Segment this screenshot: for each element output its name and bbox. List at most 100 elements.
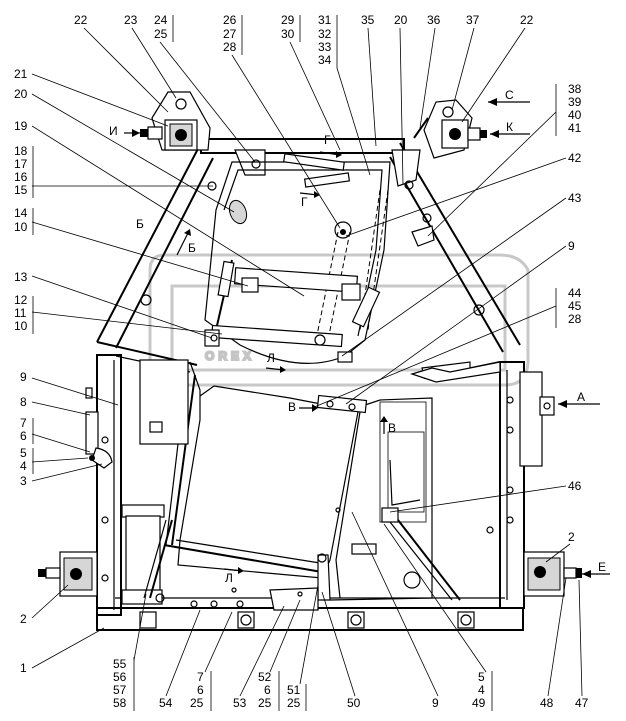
- view-letter-b-1: Б: [136, 217, 144, 231]
- callout-right-40: 40: [568, 108, 582, 122]
- callout-left-2: 2: [20, 612, 27, 626]
- callout-bottom-48: 48: [540, 696, 554, 710]
- callout-left-12: 12: [14, 293, 28, 307]
- right-door-panel: [316, 361, 514, 601]
- callout-bottom-56: 56: [113, 670, 127, 684]
- callout-bottom-5: 5: [478, 670, 485, 684]
- callout-left-6: 6: [20, 429, 27, 443]
- callout-left-18: 18: [14, 144, 28, 158]
- right-side-mount: [523, 551, 582, 597]
- view-letter-s: С: [505, 88, 514, 102]
- callout-top-26: 26: [223, 13, 237, 27]
- callout-left-21: 21: [14, 67, 28, 81]
- callouts-bottom: 55 56 57 58 54 7 6 25 53 52 6 25 51 25 5…: [113, 511, 589, 711]
- callout-bottom-4: 4: [478, 683, 485, 697]
- top-right-mount: [413, 99, 487, 159]
- callouts-top: 22 23 24 25 26 27 28 29 30 31 32 33 34 3…: [74, 13, 534, 229]
- callout-left-14: 14: [14, 206, 28, 220]
- callout-right-46: 46: [568, 479, 582, 493]
- callout-top-29: 29: [281, 13, 295, 27]
- callout-bottom-58: 58: [113, 696, 127, 710]
- callout-bottom-6b: 6: [264, 683, 271, 697]
- callout-top-22b: 22: [520, 13, 534, 27]
- view-letter-k: К: [506, 120, 513, 134]
- callout-left-9: 9: [20, 370, 27, 384]
- callout-top-28: 28: [223, 40, 237, 54]
- view-arrows: И С К А Е Г Г Б Б Л Л: [109, 88, 610, 585]
- callout-top-32: 32: [318, 27, 332, 41]
- callout-bottom-47: 47: [575, 696, 589, 710]
- callout-top-34: 34: [318, 53, 332, 67]
- callout-left-15: 15: [14, 183, 28, 197]
- view-letter-l-1: Л: [267, 351, 275, 365]
- callout-top-25: 25: [154, 27, 168, 41]
- view-letter-l-2: Л: [225, 571, 233, 585]
- callout-left-10b: 10: [14, 319, 28, 333]
- callout-top-31: 31: [318, 13, 332, 27]
- callout-left-17: 17: [14, 157, 28, 171]
- callout-bottom-6: 6: [197, 683, 204, 697]
- callout-left-11: 11: [14, 306, 27, 320]
- view-letter-a: А: [577, 390, 585, 404]
- callout-top-27: 27: [223, 27, 237, 41]
- upper-cab-panel: [204, 153, 435, 364]
- callout-top-36: 36: [427, 13, 441, 27]
- callout-bottom-57: 57: [113, 683, 127, 697]
- callout-bottom-25c: 25: [287, 696, 301, 710]
- view-letter-g-mid: Г: [301, 195, 308, 209]
- callout-left-3: 3: [20, 474, 27, 488]
- callout-bottom-9: 9: [432, 696, 439, 710]
- callout-bottom-49: 49: [472, 696, 486, 710]
- callout-right-43: 43: [568, 191, 582, 205]
- callout-left-4: 4: [20, 459, 27, 473]
- callout-left-7: 7: [20, 416, 27, 430]
- callout-bottom-51: 51: [287, 683, 301, 697]
- callouts-right: 38 39 40 41 42 43 9 44 45 28 46 2: [311, 82, 582, 563]
- callout-right-28: 28: [568, 312, 582, 326]
- callout-bottom-50: 50: [347, 696, 361, 710]
- callouts-left: 21 20 19 18 17 16 15 14 10 13 12 11 10 9…: [14, 67, 305, 675]
- callout-bottom-55: 55: [113, 657, 127, 671]
- callout-left-13: 13: [14, 270, 28, 284]
- view-letter-v-1: В: [288, 400, 296, 414]
- view-letter-b-2: Б: [188, 241, 196, 255]
- watermark-text: OREX: [205, 349, 255, 363]
- callout-right-44: 44: [568, 286, 582, 300]
- lower-door-panel: [85, 359, 475, 629]
- callout-left-8: 8: [20, 395, 27, 409]
- left-side-mount: [38, 551, 98, 597]
- callout-top-37: 37: [466, 13, 480, 27]
- callout-left-1: 1: [20, 661, 27, 675]
- callout-top-35: 35: [361, 13, 375, 27]
- callout-top-23: 23: [124, 13, 138, 27]
- callout-bottom-54: 54: [159, 696, 173, 710]
- callout-right-38: 38: [568, 82, 582, 96]
- callout-left-20: 20: [14, 87, 28, 101]
- view-letter-v-2: В: [388, 421, 396, 435]
- callout-bottom-7: 7: [197, 670, 204, 684]
- callout-right-42: 42: [568, 151, 582, 165]
- callout-left-16: 16: [14, 170, 28, 184]
- callout-bottom-25a: 25: [190, 696, 204, 710]
- callout-right-45: 45: [568, 299, 582, 313]
- callout-top-33: 33: [318, 40, 332, 54]
- callout-top-24: 24: [154, 13, 168, 27]
- callout-left-10a: 10: [14, 220, 28, 234]
- view-letter-e: Е: [598, 560, 606, 574]
- callout-right-39: 39: [568, 95, 582, 109]
- callout-right-9: 9: [568, 239, 575, 253]
- callout-top-22a: 22: [74, 13, 88, 27]
- callout-bottom-25b: 25: [258, 696, 272, 710]
- callout-right-41: 41: [568, 121, 582, 135]
- callout-left-19: 19: [14, 119, 28, 133]
- callout-left-5: 5: [20, 446, 27, 460]
- callout-bottom-52: 52: [258, 670, 272, 684]
- callout-top-30: 30: [281, 27, 295, 41]
- frame-structure: [96, 138, 555, 631]
- view-letter-i: И: [109, 124, 118, 138]
- callout-bottom-53: 53: [233, 696, 247, 710]
- callout-right-2: 2: [568, 530, 575, 544]
- top-left-mount: [140, 91, 211, 151]
- view-letter-g-top: Г: [324, 133, 331, 147]
